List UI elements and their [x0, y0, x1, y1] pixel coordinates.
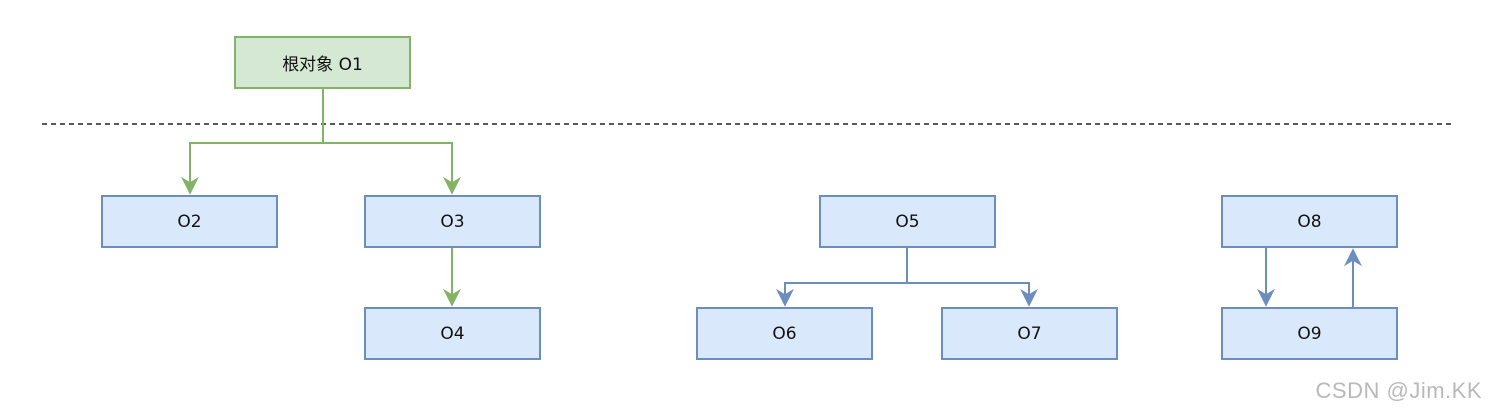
- node-o7: O7: [941, 307, 1118, 360]
- edge-o5-to-o7: [907, 282, 1038, 307]
- node-o3: O3: [364, 195, 541, 248]
- edge-root-to-o2: [181, 89, 324, 195]
- node-o5: O5: [819, 195, 996, 248]
- watermark-text: CSDN @Jim.KK: [1315, 378, 1482, 403]
- edge-root-to-o3: [323, 142, 461, 195]
- node-o4: O4: [364, 307, 541, 360]
- node-o9: O9: [1221, 307, 1398, 360]
- node-o8: O8: [1221, 195, 1398, 248]
- node-o6: O6: [696, 307, 873, 360]
- node-root-o1: 根对象 O1: [234, 36, 411, 89]
- edge-o5-to-o6: [776, 248, 908, 307]
- node-o2: O2: [101, 195, 278, 248]
